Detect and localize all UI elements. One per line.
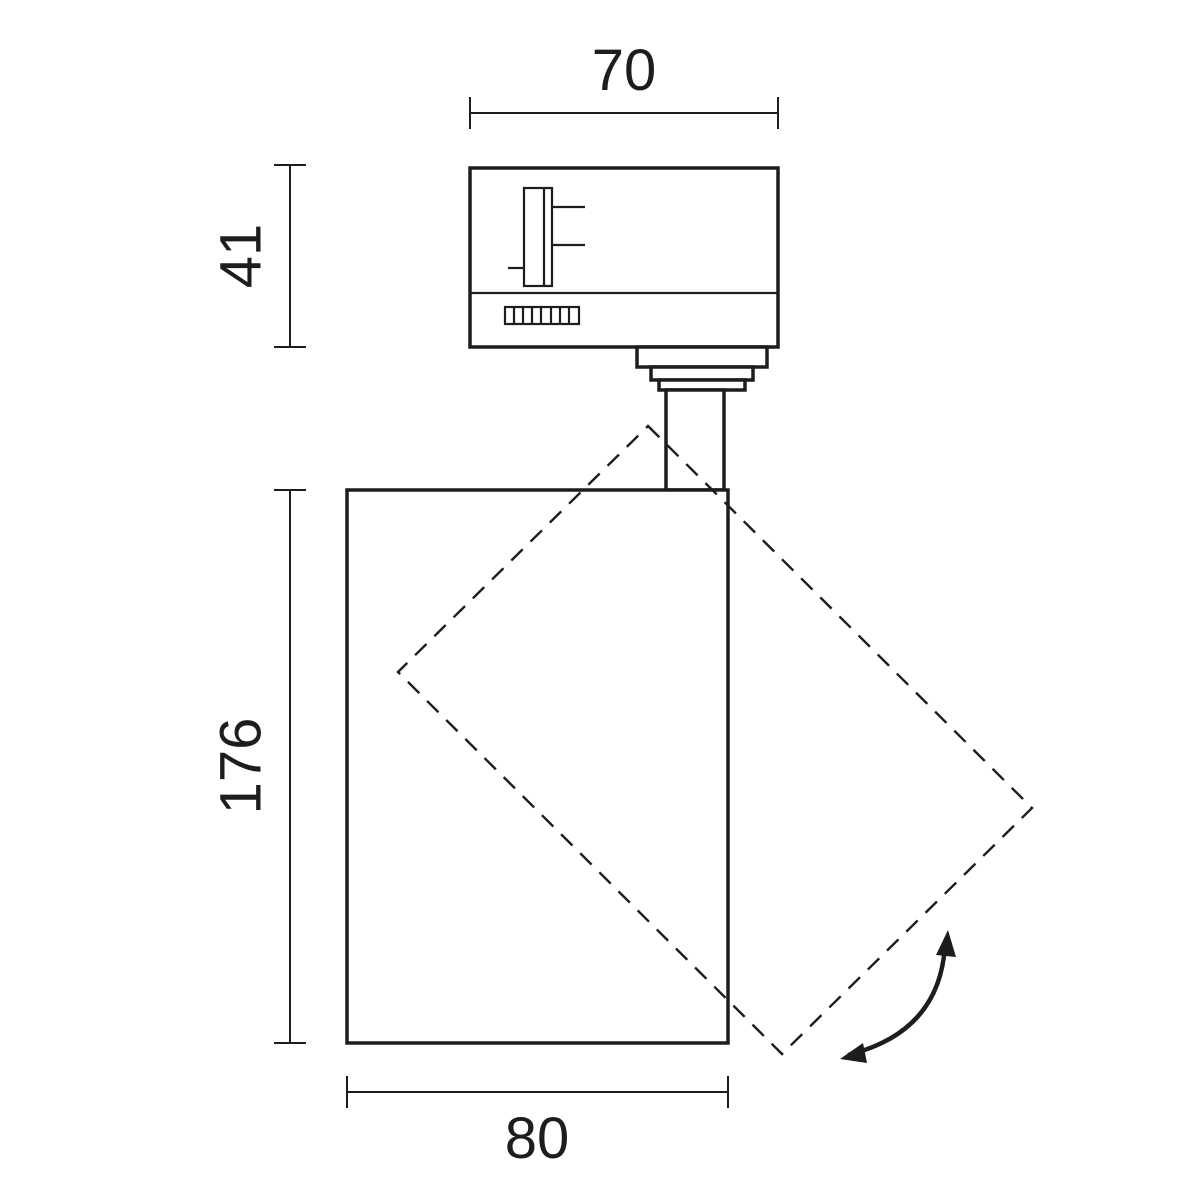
dimension-label-body-width: 80 (505, 1106, 570, 1171)
adapter-lock-lever (508, 186, 585, 288)
rotation-arrow-head-up-icon (936, 930, 956, 957)
stem (664, 388, 726, 492)
dimension-label-top-width: 70 (592, 38, 657, 103)
spotlight-body (345, 488, 730, 1045)
adapter-outline (468, 166, 780, 349)
dimension-label-body-height: 176 (209, 718, 274, 815)
dimension-body-width: 80 (346, 1076, 729, 1171)
adapter-ribbed-strip (503, 305, 581, 326)
dimension-body-height: 176 (209, 489, 306, 1044)
rotation-arrow-head-down-icon (840, 1043, 867, 1063)
dimension-adapter-height: 41 (209, 164, 306, 348)
dimension-label-adapter-height: 41 (209, 224, 274, 289)
track-adapter (468, 166, 780, 349)
step-2 (649, 365, 755, 382)
rotation-arrow-arc (847, 944, 948, 1058)
tilted-body-dashed-outline (396, 424, 1034, 1056)
step-1 (635, 345, 769, 369)
dimension-top-width: 70 (469, 38, 779, 129)
lock-lever-outline (522, 186, 554, 288)
rotation-arrow (840, 930, 956, 1063)
mounting-steps (635, 345, 769, 392)
